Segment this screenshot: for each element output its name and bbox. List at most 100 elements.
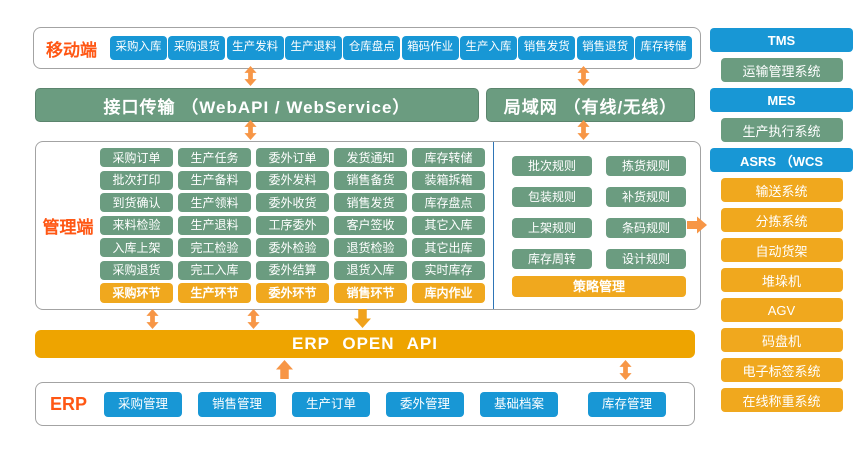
rules-grid: 批次规则 拣货规则 包装规则 补货规则 上架规则 条码规则 库存周转 设计规则 — [512, 156, 686, 269]
mobile-module-button: 销售退货 — [576, 36, 634, 60]
module-button: 来料检验 — [100, 215, 173, 235]
module-button: 委外收货 — [256, 193, 329, 212]
up-down-arrow-icon — [619, 360, 632, 380]
module-button: 委外结算 — [256, 260, 329, 280]
management-grid: 采购订单 批次打印 到货确认 来料检验 入库上架 采购退货 采购环节 生产任务 … — [100, 148, 485, 303]
strategy-footer: 策略管理 — [512, 276, 686, 297]
stage-footer: 库内作业 — [412, 283, 485, 303]
strategy-section: 批次规则 拣货规则 包装规则 补货规则 上架规则 条码规则 库存周转 设计规则 … — [502, 148, 694, 303]
rule-button: 库存周转 — [512, 249, 592, 269]
mobile-module-button: 仓库盘点 — [343, 36, 401, 60]
system-header-mes: MES — [710, 88, 853, 112]
up-down-arrow-icon — [146, 309, 159, 329]
system-item: 码盘机 — [720, 328, 843, 352]
module-button: 其它出库 — [412, 238, 485, 257]
mobile-module-button: 库存转储 — [634, 36, 692, 60]
module-button: 销售发货 — [334, 193, 407, 212]
rule-button: 批次规则 — [512, 156, 592, 176]
rule-button: 补货规则 — [606, 187, 686, 207]
module-button: 生产领料 — [178, 193, 251, 212]
sales-column: 发货通知 销售备货 销售发货 客户签收 退货检验 退货入库 销售环节 — [334, 148, 407, 303]
erp-module-button: 基础档案 — [480, 391, 558, 417]
system-item: 自动货架 — [720, 238, 843, 262]
module-button: 委外订单 — [256, 148, 329, 167]
module-button: 生产任务 — [178, 148, 251, 167]
mobile-button-row: 采购入库 采购退货 生产发料 生产退料 仓库盘点 箱码作业 生产入库 销售发货 … — [110, 36, 692, 60]
erp-module-button: 委外管理 — [386, 391, 464, 417]
module-button: 批次打印 — [100, 170, 173, 190]
module-button: 库存转储 — [412, 148, 485, 167]
up-down-arrow-icon — [247, 309, 260, 329]
up-down-arrow-icon — [244, 120, 257, 140]
up-down-arrow-icon — [577, 66, 590, 86]
mobile-module-button: 采购退货 — [168, 36, 226, 60]
module-button: 工序委外 — [256, 215, 329, 235]
up-down-arrow-icon — [244, 66, 257, 86]
module-button: 生产备料 — [178, 170, 251, 190]
module-button: 发货通知 — [334, 148, 407, 167]
module-button: 入库上架 — [100, 238, 173, 257]
erp-module-button: 采购管理 — [104, 391, 182, 417]
outsourcing-column: 委外订单 委外发料 委外收货 工序委外 委外检验 委外结算 委外环节 — [256, 148, 329, 303]
warehouse-column: 库存转储 装箱拆箱 库存盘点 其它入库 其它出库 实时库存 库内作业 — [412, 148, 485, 303]
mobile-module-button: 生产入库 — [459, 36, 517, 60]
system-item: AGV — [720, 298, 843, 322]
module-button: 其它入库 — [412, 215, 485, 235]
mobile-module-button: 采购入库 — [110, 36, 167, 60]
rule-button: 设计规则 — [606, 249, 686, 269]
module-button: 销售备货 — [334, 170, 407, 190]
module-button: 采购退货 — [100, 260, 173, 280]
module-button: 客户签收 — [334, 215, 407, 235]
module-button: 装箱拆箱 — [412, 170, 485, 190]
erp-panel: ERP 采购管理 销售管理 生产订单 委外管理 基础档案 库存管理 — [35, 382, 695, 426]
lan-bar: 局域网 （有线/无线） — [486, 88, 695, 122]
mobile-module-button: 箱码作业 — [401, 36, 459, 60]
mobile-module-button: 生产发料 — [226, 36, 284, 60]
up-arrow-icon — [276, 360, 293, 379]
module-button: 采购订单 — [100, 148, 173, 167]
module-button: 退货检验 — [334, 238, 407, 257]
erp-module-button: 生产订单 — [292, 391, 370, 417]
system-item: 在线称重系统 — [720, 388, 843, 412]
system-header-asrs: ASRS （WCS — [710, 148, 853, 172]
module-button: 到货确认 — [100, 193, 173, 212]
system-item: 电子标签系统 — [720, 358, 843, 382]
production-column: 生产任务 生产备料 生产领料 生产退料 完工检验 完工入库 生产环节 — [178, 148, 251, 303]
module-button: 完工检验 — [178, 238, 251, 257]
module-button: 退货入库 — [334, 260, 407, 280]
module-button: 实时库存 — [412, 260, 485, 280]
management-panel-label: 管理端 — [42, 218, 94, 237]
erp-panel-label: ERP — [50, 393, 88, 414]
section-divider — [493, 142, 494, 309]
mobile-panel-label: 移动端 — [46, 40, 97, 60]
right-arrow-icon — [687, 216, 707, 234]
mobile-module-button: 销售发货 — [518, 36, 576, 60]
module-button: 委外检验 — [256, 238, 329, 257]
stage-footer: 生产环节 — [178, 283, 251, 303]
erp-open-api-bar: ERP OPEN API — [35, 330, 695, 358]
module-button: 库存盘点 — [412, 193, 485, 212]
stage-footer: 采购环节 — [100, 283, 173, 303]
system-header-tms: TMS — [710, 28, 853, 52]
external-systems-panel: TMS 运输管理系统 MES 生产执行系统 ASRS （WCS 输送系统 分拣系… — [710, 28, 853, 412]
mobile-module-button: 生产退料 — [284, 36, 342, 60]
system-item: 运输管理系统 — [720, 58, 843, 82]
system-item: 堆垛机 — [720, 268, 843, 292]
module-button: 委外发料 — [256, 170, 329, 190]
module-button: 完工入库 — [178, 260, 251, 280]
up-down-arrow-icon — [577, 120, 590, 140]
interface-transport-bar: 接口传输 （WebAPI / WebService） — [35, 88, 479, 122]
system-item: 分拣系统 — [720, 208, 843, 232]
system-item: 输送系统 — [720, 178, 843, 202]
erp-module-button: 销售管理 — [198, 391, 276, 417]
erp-button-row: 采购管理 销售管理 生产订单 委外管理 基础档案 库存管理 — [104, 391, 666, 417]
rule-button: 条码规则 — [606, 218, 686, 238]
management-panel: 管理端 采购订单 批次打印 到货确认 来料检验 入库上架 采购退货 采购环节 生… — [35, 141, 701, 310]
stage-footer: 销售环节 — [334, 283, 407, 303]
down-arrow-icon — [354, 309, 371, 328]
rule-button: 上架规则 — [512, 218, 592, 238]
rule-button: 包装规则 — [512, 187, 592, 207]
rule-button: 拣货规则 — [606, 156, 686, 176]
erp-module-button: 库存管理 — [588, 391, 666, 417]
system-item: 生产执行系统 — [720, 118, 843, 142]
